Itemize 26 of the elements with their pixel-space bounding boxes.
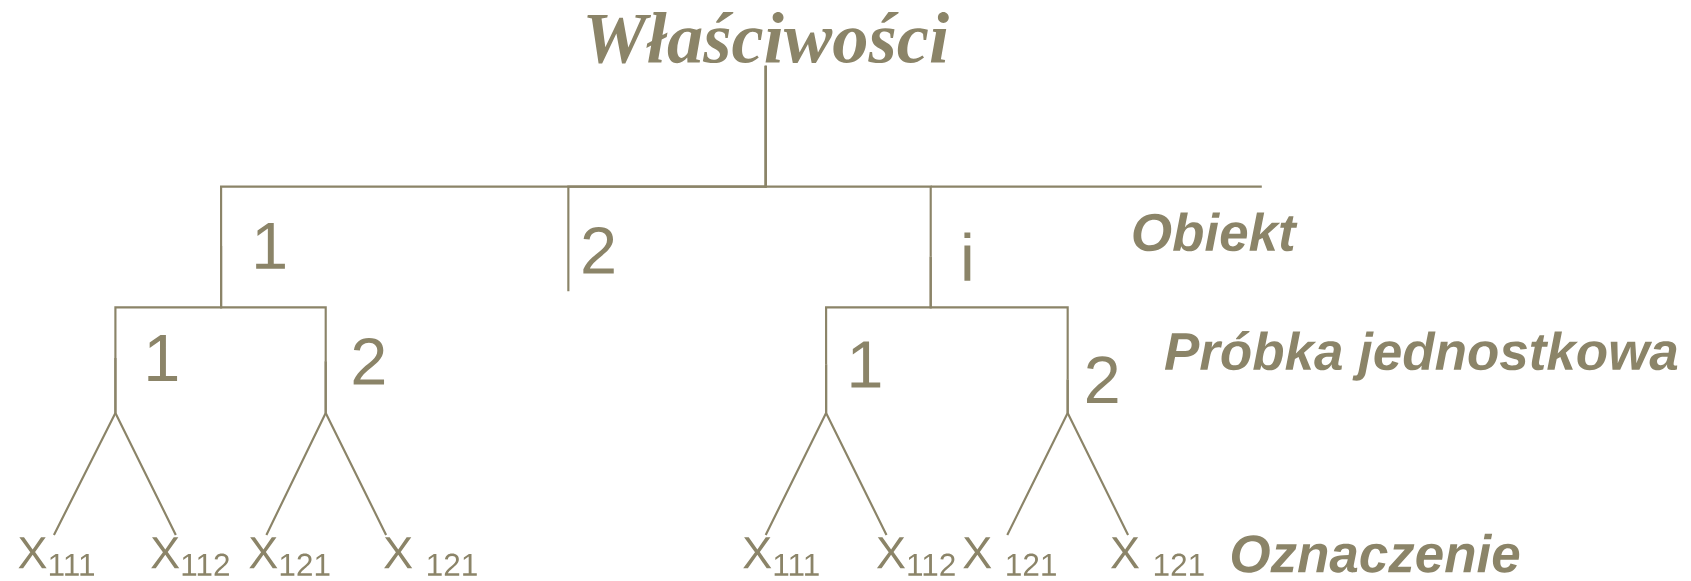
branch-number: 1 xyxy=(851,341,881,388)
branch-number: 1 xyxy=(256,222,285,269)
level-label: Obiekt xyxy=(1133,212,1298,252)
branch-number: 1 xyxy=(148,334,178,381)
measurement-label: X $_{121}$ xyxy=(963,537,1056,576)
measurement-label: X$_{112}$ xyxy=(151,537,229,576)
branch-line xyxy=(1066,379,1130,536)
branch-line xyxy=(764,65,932,257)
branch-number: i xyxy=(964,232,971,281)
measurement-label: X $_{121}$ xyxy=(384,537,477,576)
branch-number: 2 xyxy=(583,226,614,274)
branch-number: 2 xyxy=(1087,356,1118,403)
branch-number: 2 xyxy=(353,337,385,385)
measurement-label: X$_{121}$ xyxy=(249,537,330,576)
branch-line xyxy=(220,245,327,362)
measurement-label: X$_{111}$ xyxy=(18,537,94,576)
measurement-label: X$_{112}$ xyxy=(876,537,955,576)
branch-line xyxy=(929,256,1069,380)
branch-line xyxy=(114,357,177,536)
level-label: Próbka jednostkowa xyxy=(1164,330,1678,381)
measurement-label: X$_{111}$ xyxy=(743,537,819,576)
branch-line xyxy=(324,361,388,536)
measurement-label: X $_{121}$ xyxy=(1110,537,1204,576)
branch-line xyxy=(825,364,888,536)
title: Właściwości xyxy=(587,11,949,64)
level-label: Oznaczenie xyxy=(1231,533,1520,573)
